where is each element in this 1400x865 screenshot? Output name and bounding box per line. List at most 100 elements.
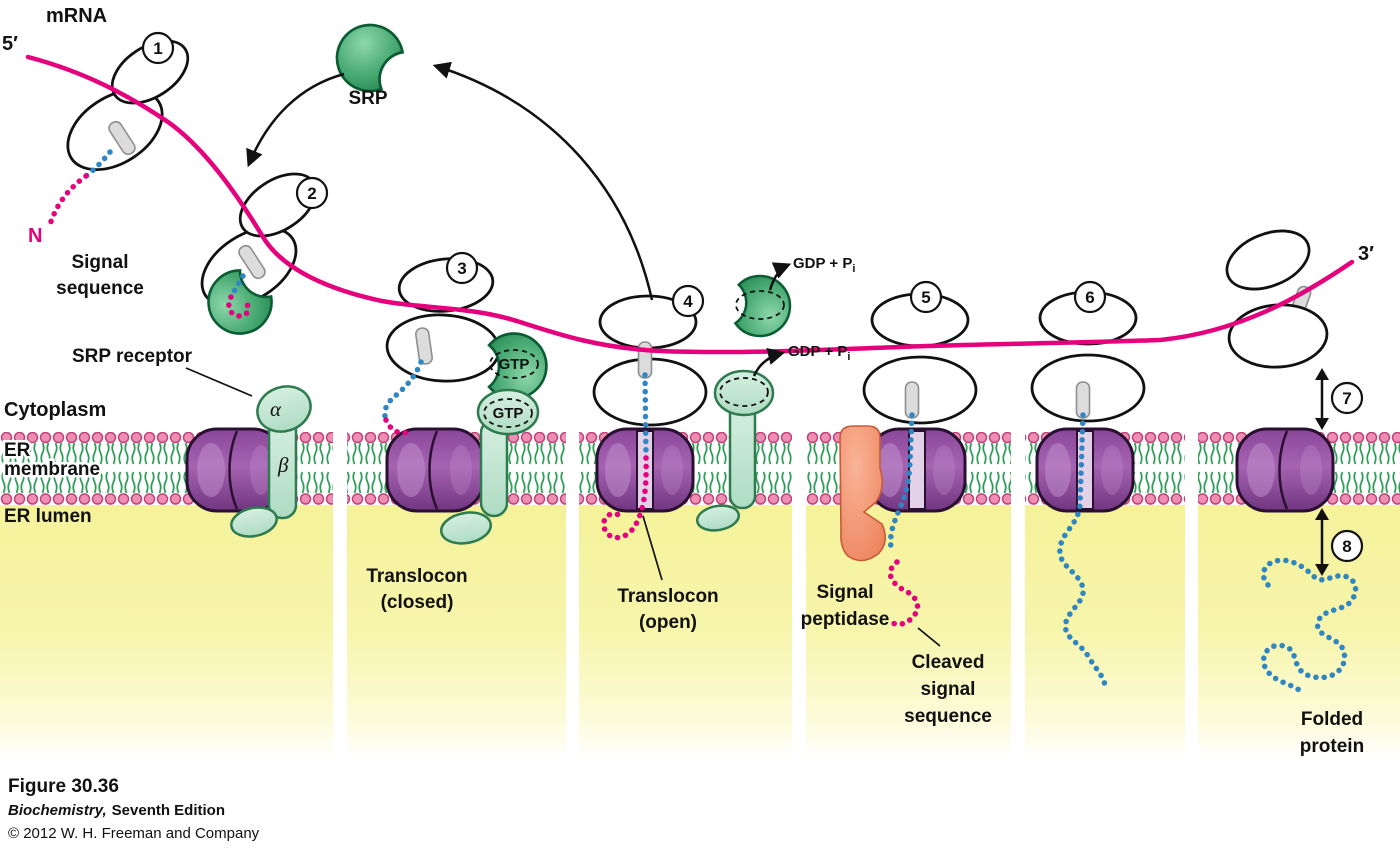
- nascent-chain-stage6-blue: [1057, 412, 1108, 693]
- cleaved-signal-pointer-line: [917, 627, 941, 647]
- er-lumen-label: ER lumen: [4, 506, 92, 527]
- srp-binding-arrow: [246, 72, 345, 168]
- signal-sequence-stage4: [600, 455, 649, 541]
- svg-text:2: 2: [307, 184, 316, 203]
- receptor-lobe: [713, 369, 775, 417]
- signal-peptidase: [839, 425, 886, 562]
- svg-text:7: 7: [1342, 389, 1351, 408]
- step-circle-6: 6: [1073, 280, 1107, 314]
- cytoplasm-label: Cytoplasm: [4, 399, 106, 421]
- receptor-foot: [439, 511, 493, 545]
- step-circle-1: 1: [141, 31, 175, 65]
- er-lumen-panel-3: [579, 500, 792, 758]
- translocon-open-label: Translocon(open): [617, 586, 718, 633]
- svg-text:5: 5: [921, 288, 930, 307]
- gtp-badge-2: GTP: [483, 398, 533, 428]
- translocon-stage2-closed: [185, 427, 285, 513]
- signal-sequence-stage3: [383, 417, 411, 436]
- step-circle-4: 4: [671, 284, 705, 318]
- srp-released-stage4: [733, 274, 792, 338]
- nascent-chain-stage2-blue: [228, 273, 246, 300]
- translocon-stage4-open: [595, 427, 695, 513]
- gtp-label-2: GTP: [493, 405, 524, 422]
- alpha-label: α: [270, 397, 282, 421]
- folded-protein: [1260, 557, 1359, 695]
- translocon-stage3-closed: [385, 427, 485, 513]
- gtp-badge-1: GTP: [489, 349, 539, 379]
- nascent-chain-stage3-blue: [382, 359, 424, 423]
- gdp-empty-circle-2: [719, 377, 769, 407]
- step-circle-5: 5: [909, 280, 943, 314]
- er-lumen-panel-1: [0, 500, 333, 758]
- exit-tunnel-cylinder: [904, 381, 920, 419]
- translocon-open-pointer-line: [642, 515, 663, 581]
- exit-tunnel-cylinder: [415, 327, 433, 365]
- svg-text:1: 1: [153, 39, 162, 58]
- srp-receptor-label: SRP receptor: [72, 346, 193, 367]
- n-terminus-label: N: [28, 225, 42, 247]
- er-lumen-panel-5: [1025, 500, 1185, 758]
- large-subunit: [385, 313, 501, 383]
- ribosome-7-dissociated: [1225, 229, 1329, 369]
- srp-receptor-foot: [230, 506, 278, 538]
- ribosome-1: [66, 39, 190, 171]
- svg-text:4: 4: [683, 292, 693, 311]
- book-title: Biochemistry,Seventh Edition: [8, 802, 225, 819]
- figure-caption: Figure 30.36 Biochemistry,Seventh Editio…: [8, 776, 260, 842]
- mrna-label: mRNA: [46, 5, 107, 27]
- srp-receptor: α β: [230, 385, 312, 538]
- signal-sequence-stage2: [226, 294, 251, 319]
- ribosome-6: [1030, 290, 1146, 423]
- ribosome-5: [862, 292, 978, 425]
- nascent-chains: [46, 149, 1359, 695]
- srp-label: SRP: [348, 88, 387, 109]
- ribosome-3: [385, 257, 501, 383]
- large-subunit: [1227, 303, 1329, 369]
- ribosome-4: [592, 294, 708, 427]
- small-subunit: [1225, 229, 1311, 291]
- dissociation-arrow-7: [1315, 368, 1329, 430]
- five-prime-label: 5′: [2, 33, 18, 55]
- srp-receptor-alpha-lobe: [256, 385, 312, 433]
- copyright: © 2012 W. H. Freeman and Company: [8, 825, 260, 842]
- er-lumen-panel-4: [806, 500, 1011, 758]
- exit-tunnel-cylinder: [1075, 381, 1091, 419]
- gtp-label-1: GTP: [499, 356, 530, 373]
- srp-receptor-pointer-line: [185, 367, 253, 397]
- gdp-release-arrow-2: [752, 347, 786, 377]
- gdp-release-arrow-1: [768, 262, 792, 291]
- cleaved-signal-sequence: [887, 559, 921, 628]
- gdp-pi-label-1: GDP + Pi: [793, 255, 855, 275]
- three-prime-label: 3′: [1358, 243, 1374, 265]
- srp-receptor-stage3: [439, 388, 540, 545]
- er-lumen-panel-6: [1198, 500, 1400, 758]
- srp-recycle-arrow: [432, 61, 654, 301]
- nascent-chain-stage5-blue: [887, 412, 915, 555]
- signal-sequence-stage1: [46, 173, 89, 231]
- translocon-stage6-open: [1035, 427, 1135, 513]
- translocon-closed-label: Translocon(closed): [366, 566, 467, 613]
- svg-text:3: 3: [457, 259, 466, 278]
- step-circle-3: 3: [445, 251, 479, 285]
- step-circle-8: 8: [1330, 529, 1364, 563]
- srp-particle: [335, 23, 405, 93]
- exit-tunnel-cylinder: [238, 244, 266, 280]
- step-circle-7: 7: [1330, 381, 1364, 415]
- receptor-foot: [695, 504, 741, 532]
- svg-text:6: 6: [1085, 288, 1094, 307]
- er-lumen-panels: [0, 500, 1400, 758]
- figure-number: Figure 30.36: [8, 776, 119, 797]
- translocon-stage7-closed: [1235, 427, 1335, 513]
- step-circle-2: 2: [295, 176, 329, 210]
- srp-receptor-stage4: [695, 369, 775, 532]
- large-subunit: [862, 355, 978, 425]
- folding-arrow-8: [1315, 508, 1329, 576]
- beta-label: β: [277, 453, 289, 477]
- translocon-stage5-open: [867, 427, 967, 513]
